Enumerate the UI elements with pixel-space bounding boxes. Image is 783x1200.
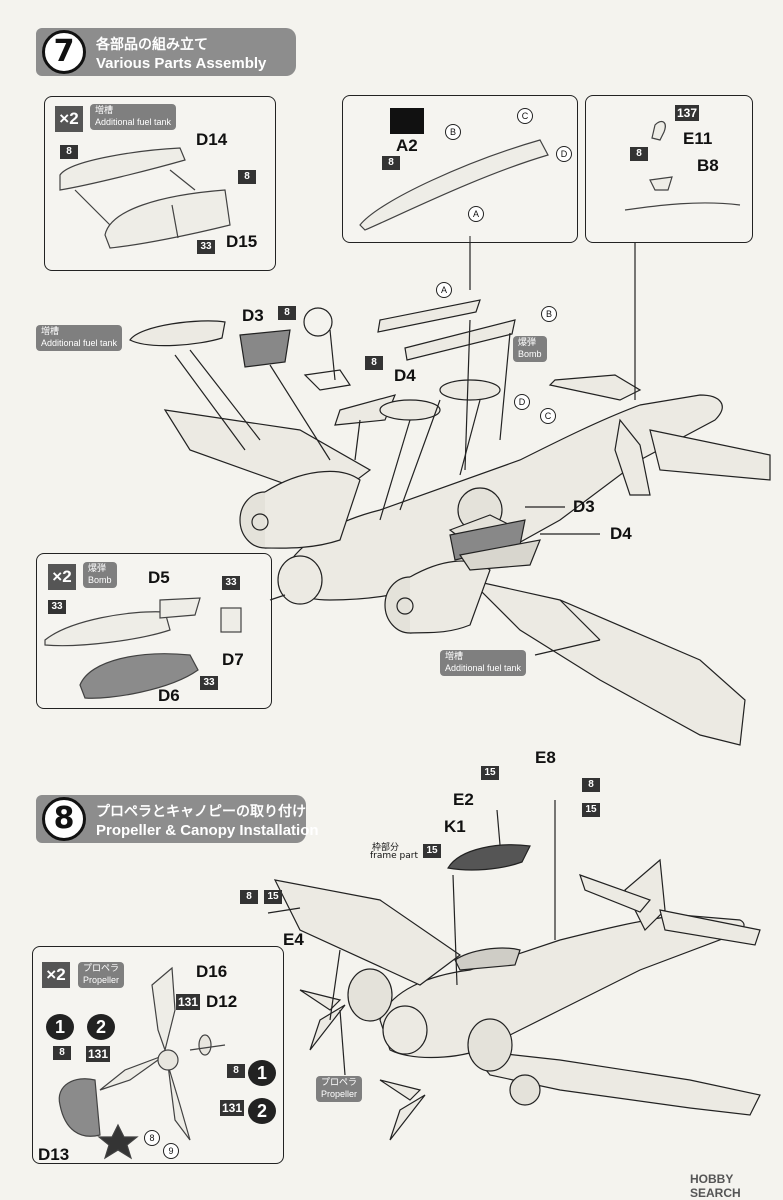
bomb-tag: 爆弾 Bomb — [83, 562, 117, 588]
ref-a: A — [468, 206, 484, 222]
bomb-tag: 爆弾 Bomb — [513, 336, 547, 362]
part-d12: D12 — [206, 992, 238, 1011]
color-code: 8 — [582, 778, 600, 792]
color-code: 131 — [86, 1046, 111, 1062]
ref-9: 9 — [163, 1143, 179, 1159]
color-code: 137 — [675, 105, 700, 121]
part-d4: D4 — [610, 524, 632, 543]
part-d15: D15 — [226, 232, 258, 251]
part-d5: D5 — [148, 568, 170, 587]
part-d3: D3 — [573, 497, 595, 516]
part-d16: D16 — [196, 962, 228, 981]
multiplier-badge: ×2 — [48, 564, 76, 590]
tag-label-en: Additional fuel tank — [445, 663, 522, 673]
color-code: 131 — [176, 994, 201, 1010]
color-code: 8 — [238, 170, 256, 184]
fuel-tank-tag: 増槽 Additional fuel tank — [36, 325, 123, 351]
step-7-number: 7 — [42, 30, 86, 74]
color-code: 15 — [264, 890, 282, 904]
propeller-tag: プロペラ Propeller — [78, 962, 125, 988]
step-7-title-en: Various Parts Assembly — [96, 55, 267, 72]
ref-d: D — [556, 146, 572, 162]
part-e4: E4 — [283, 930, 304, 949]
tag-label-jp: プロペラ — [321, 1078, 358, 1088]
color-code: 15 — [582, 803, 600, 817]
ref-c: C — [517, 108, 533, 124]
tag-label-jp: 爆弾 — [518, 338, 537, 348]
tag-label-jp: 増槽 — [41, 327, 60, 337]
ref-a: A — [436, 282, 452, 298]
part-d13: D13 — [38, 1145, 70, 1164]
fuel-tank-tag: 増槽 Additional fuel tank — [90, 104, 177, 130]
option-2-badge: 2 — [87, 1014, 115, 1040]
color-code: 15 — [481, 766, 499, 780]
tag-label-jp: プロペラ — [83, 964, 120, 974]
ref-c: C — [540, 408, 556, 424]
part-e11: E11 — [683, 129, 713, 148]
multiplier-badge: ×2 — [42, 962, 70, 988]
a2-detail-panel — [342, 95, 578, 243]
tag-label-en: Bomb — [518, 349, 542, 359]
tag-label-en: Additional fuel tank — [95, 117, 172, 127]
color-code: 8 — [53, 1046, 71, 1060]
ref-b: B — [445, 124, 461, 140]
step-8-number: 8 — [42, 797, 86, 841]
color-code: 33 — [200, 676, 218, 690]
tag-label-en: Additional fuel tank — [41, 338, 118, 348]
part-e2: E2 — [453, 790, 474, 809]
e11-detail-panel — [585, 95, 753, 243]
tag-label-en: Bomb — [88, 575, 112, 585]
propeller-detail-panel — [32, 946, 284, 1164]
color-code: 8 — [630, 147, 648, 161]
tag-label-jp: 爆弾 — [88, 564, 107, 574]
color-code: 33 — [48, 600, 66, 614]
step-7-title-jp: 各部品の組み立て — [96, 37, 208, 53]
ref-d: D — [514, 394, 530, 410]
frame-part-label-en: frame part — [370, 851, 419, 861]
tag-label-en: Propeller — [321, 1089, 358, 1099]
part-b8: B8 — [697, 156, 719, 175]
color-code: 15 — [423, 844, 441, 858]
part-d4: D4 — [394, 366, 416, 385]
ref-8: 8 — [144, 1130, 160, 1146]
color-code: 33 — [197, 240, 215, 254]
color-code: 8 — [227, 1064, 245, 1078]
color-code: 8 — [60, 145, 78, 159]
propeller-tag: プロペラ Propeller — [316, 1076, 363, 1102]
watermark-text: HOBBY SEARCH — [690, 1172, 741, 1200]
color-code: 8 — [382, 156, 400, 170]
color-code: 8 — [365, 356, 383, 370]
option-2-badge: 2 — [248, 1098, 276, 1124]
part-d7: D7 — [222, 650, 244, 669]
color-code: 8 — [240, 890, 258, 904]
tag-label-en: Propeller — [83, 975, 120, 985]
tag-label-jp: 増槽 — [445, 652, 464, 662]
color-code: 33 — [222, 576, 240, 590]
multiplier-badge: ×2 — [55, 106, 83, 132]
step-8-title-en: Propeller & Canopy Installation — [96, 822, 319, 839]
option-1-badge: 1 — [46, 1014, 74, 1040]
tag-label-jp: 増槽 — [95, 106, 114, 116]
fuel-tank-tag: 増槽 Additional fuel tank — [440, 650, 527, 676]
color-code: 8 — [278, 306, 296, 320]
part-d6: D6 — [158, 686, 180, 705]
frame-part-label-jp: 枠部分 — [372, 843, 400, 853]
part-k1: K1 — [444, 817, 466, 836]
ref-b: B — [541, 306, 557, 322]
part-e8: E8 — [535, 748, 556, 767]
part-d3: D3 — [242, 306, 264, 325]
option-1-badge: 1 — [248, 1060, 276, 1086]
part-a2: A2 — [396, 136, 418, 155]
color-code: 131 — [220, 1100, 245, 1116]
part-d14: D14 — [196, 130, 228, 149]
stripes-icon — [390, 108, 424, 134]
step-8-title-jp: プロペラとキャノピーの取り付け — [96, 804, 306, 820]
